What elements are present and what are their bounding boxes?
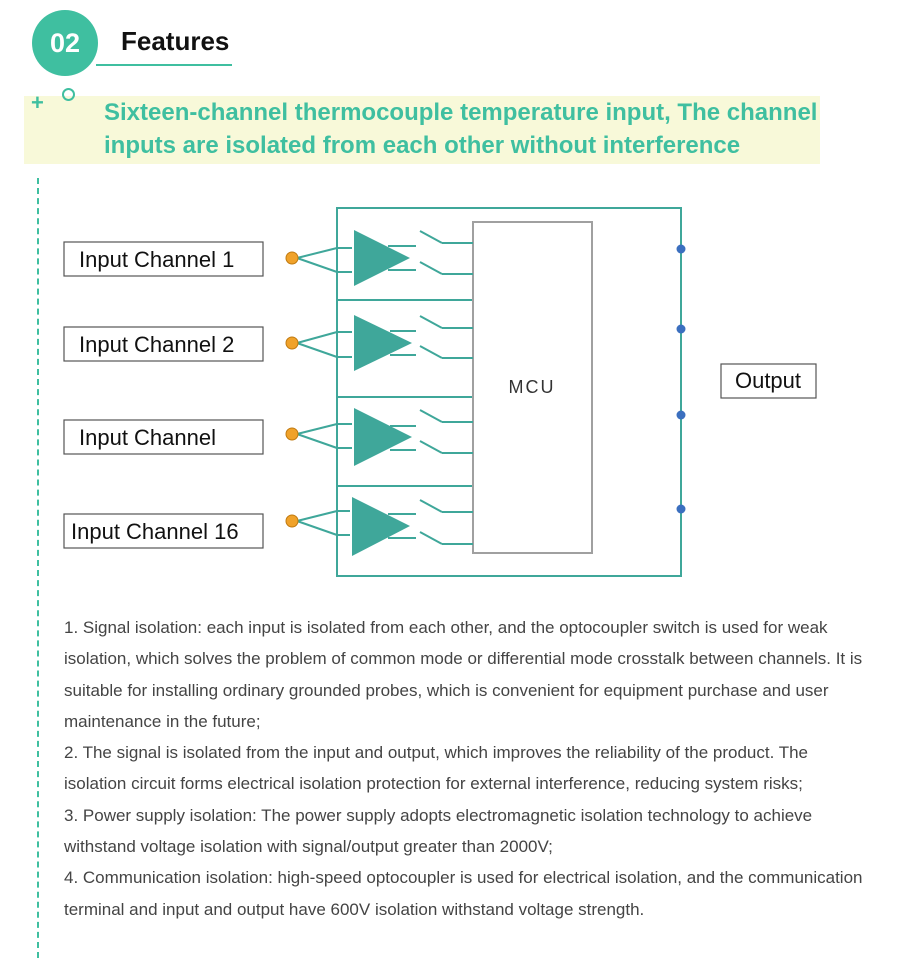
channel-row-3: Input Channel — [63, 408, 473, 466]
output-node-1 — [676, 244, 686, 254]
subtitle-highlight — [24, 96, 820, 164]
amplifier-icon — [354, 230, 410, 286]
feature-paragraph-3: 3. Power supply isolation: The power sup… — [64, 805, 813, 857]
channel-label: Input Channel 2 — [79, 332, 234, 357]
mcu-label: MCU — [509, 377, 556, 397]
thermocouple-connector — [285, 251, 299, 265]
optocoupler-switch-icon — [419, 315, 443, 329]
feature-description: 1. Signal isolation: each input is isola… — [64, 612, 874, 925]
channel-label: Input Channel 16 — [71, 519, 239, 544]
channel-row-2: Input Channel 2 — [63, 315, 473, 371]
amplifier-icon — [354, 315, 412, 371]
output-node-3 — [676, 410, 686, 420]
module-outline — [336, 207, 682, 577]
amplifier-icon — [352, 497, 410, 556]
isolation-diagram: MCU Output Input Channel 1 Input Channel… — [63, 207, 817, 577]
mcu-block — [472, 221, 593, 554]
feature-paragraph-2: 2. The signal is isolated from the input… — [64, 743, 809, 794]
thermocouple-connector — [285, 514, 299, 528]
thermocouple-connector — [285, 427, 299, 441]
channel-box — [63, 241, 264, 277]
channel-row-1: Input Channel 1 — [63, 230, 473, 286]
section-title: Features — [121, 26, 230, 56]
channel-label: Input Channel 1 — [79, 247, 234, 272]
channel-box — [63, 326, 264, 362]
channel-row-4: Input Channel 16 — [63, 497, 473, 556]
thermocouple-connector — [285, 336, 299, 350]
channel-label: Input Channel — [79, 425, 216, 450]
subtitle: Sixteen-channel thermocouple temperature… — [104, 96, 834, 162]
title-underline — [96, 64, 232, 66]
output-node-2 — [676, 324, 686, 334]
optocoupler-switch-icon — [419, 499, 443, 513]
optocoupler-switch-icon — [419, 230, 443, 244]
feature-paragraph-4: 4. Communication isolation: high-speed o… — [64, 868, 863, 919]
output-box — [720, 363, 817, 399]
optocoupler-switch-icon — [419, 409, 443, 423]
plus-icon: + — [31, 90, 44, 115]
subtitle-line-1: Sixteen-channel thermocouple temperature… — [104, 99, 818, 126]
channel-box — [63, 419, 264, 455]
ring-icon — [62, 88, 75, 101]
vertical-dashed-line — [37, 178, 39, 958]
amplifier-icon — [354, 408, 412, 466]
section-number-badge: 02 — [32, 10, 98, 76]
output-node-4 — [676, 504, 686, 514]
subtitle-line-2: inputs are isolated from each other with… — [104, 132, 741, 159]
feature-paragraph-1: 1. Signal isolation: each input is isola… — [64, 618, 863, 731]
output-label: Output — [735, 368, 801, 393]
channel-box — [63, 513, 264, 549]
